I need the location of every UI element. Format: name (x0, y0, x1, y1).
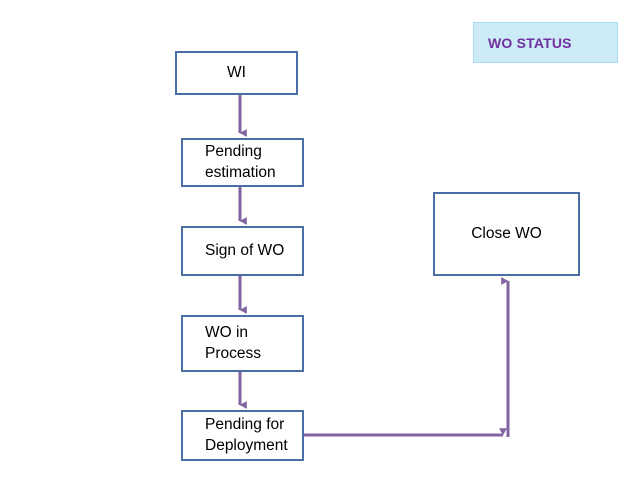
node-pending-for-deployment[interactable]: Pending for Deployment (181, 410, 304, 461)
node-wo-in-process-label: WO in Process (205, 323, 261, 362)
node-close-wo-label: Close WO (471, 224, 542, 242)
node-sign-of-wo[interactable]: Sign of WO (181, 226, 304, 276)
node-wi[interactable]: WI (175, 51, 298, 95)
node-pending-for-deployment-label: Pending for Deployment (205, 415, 288, 454)
node-wo-in-process[interactable]: WO in Process (181, 315, 304, 372)
node-wi-label: WI (227, 63, 246, 81)
legend-wo-status: WO STATUS (473, 22, 618, 63)
legend-label: WO STATUS (488, 34, 572, 51)
node-pending-estimation[interactable]: Pending estimation (181, 138, 304, 187)
node-close-wo[interactable]: Close WO (433, 192, 580, 276)
node-sign-of-wo-label: Sign of WO (205, 241, 285, 259)
node-pending-estimation-label: Pending estimation (205, 142, 276, 181)
